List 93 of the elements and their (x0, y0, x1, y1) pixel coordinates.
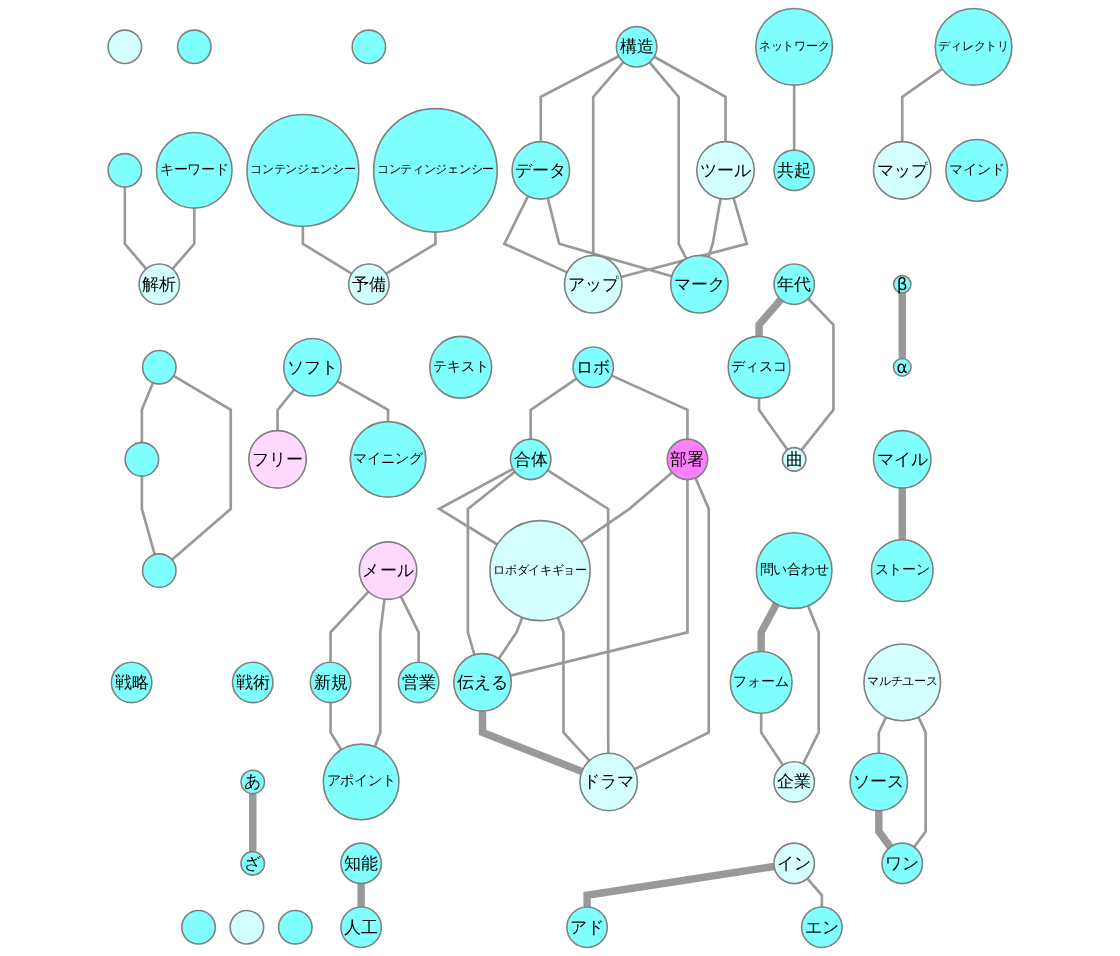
connector (510, 479, 689, 677)
connector (757, 602, 780, 652)
node-circle: 企業 (773, 760, 816, 803)
node-circle (351, 29, 387, 65)
connector (301, 226, 353, 275)
connector (707, 198, 722, 258)
node-circle: データ (511, 140, 571, 200)
connector (329, 702, 343, 751)
connector (171, 208, 196, 270)
node-circle: β (892, 274, 912, 294)
node-circle: ワン (881, 842, 924, 885)
node-circle (107, 152, 143, 188)
node-circle: ソフト (282, 337, 342, 397)
node-circle: 構造 (615, 25, 658, 68)
connector (792, 85, 796, 151)
connector (591, 61, 625, 256)
node-circle: ざ (240, 850, 266, 876)
node-circle: 戦術 (231, 661, 274, 704)
connector (529, 377, 578, 440)
connector (329, 590, 370, 663)
node-circle: ツール (695, 140, 756, 200)
node-circle: 人工 (340, 906, 383, 949)
connector (547, 469, 610, 754)
connector (620, 197, 749, 279)
node-circle (124, 441, 160, 477)
connector (466, 470, 516, 656)
connector (759, 713, 785, 766)
node-circle: 営業 (397, 661, 440, 704)
connector (336, 380, 390, 422)
connector (140, 476, 157, 555)
node-circle: アド (566, 906, 609, 949)
node-circle (229, 909, 265, 945)
connector (373, 598, 386, 748)
connector (755, 297, 784, 337)
connector (385, 232, 437, 275)
node-circle (277, 909, 313, 945)
node-circle: 年代 (773, 263, 816, 306)
node-circle (181, 909, 217, 945)
connector (580, 471, 673, 544)
connector (877, 716, 888, 754)
connector (757, 398, 789, 451)
connector (497, 616, 524, 660)
connector (800, 297, 835, 451)
node-circle: 知能 (340, 842, 383, 885)
connector (806, 877, 824, 908)
connector (633, 477, 711, 771)
node-circle: マイル (872, 429, 932, 489)
node-circle: 部署 (666, 438, 709, 481)
connector (611, 374, 689, 440)
connector (653, 55, 727, 142)
node-circle: メール (358, 541, 418, 601)
node-circle (107, 29, 143, 65)
connector (357, 883, 365, 908)
node-circle: マップ (872, 140, 932, 200)
connector (556, 616, 591, 762)
node-circle: あ (240, 769, 266, 795)
connector (875, 810, 894, 850)
node-circle: α (892, 357, 912, 377)
connector (913, 716, 927, 848)
connector (539, 55, 620, 142)
connector (123, 187, 148, 270)
node-circle: 合体 (509, 438, 552, 481)
connector (276, 388, 296, 431)
node-circle (141, 349, 177, 385)
node-circle: 解析 (138, 263, 181, 306)
node-circle: イン (773, 842, 816, 885)
node-circle: 新規 (309, 661, 352, 704)
connector (898, 488, 906, 540)
connector (898, 292, 906, 359)
node-circle: フリー (248, 429, 308, 489)
connector (478, 711, 584, 775)
node-circle: ドラマ (579, 752, 639, 812)
connector (249, 793, 257, 852)
node-circle: ロボ (572, 346, 615, 389)
node-circle: 予備 (347, 263, 390, 306)
node-circle: 曲 (781, 446, 807, 472)
node-circle: 伝える (452, 652, 513, 712)
connector (583, 862, 775, 908)
node-circle: マーク (669, 254, 729, 314)
node-circle (176, 29, 212, 65)
node-circle: 共起 (773, 149, 816, 192)
connector (546, 197, 673, 278)
node-circle: ソース (849, 752, 909, 812)
connector (171, 374, 233, 561)
connector (399, 595, 420, 663)
connector (801, 605, 820, 765)
node-circle: アップ (563, 254, 623, 314)
connector (648, 61, 688, 260)
connector (140, 382, 155, 443)
node-circle: 戦略 (110, 661, 153, 704)
connector (900, 67, 943, 142)
node-circle (141, 553, 177, 589)
node-circle: エン (800, 906, 843, 949)
